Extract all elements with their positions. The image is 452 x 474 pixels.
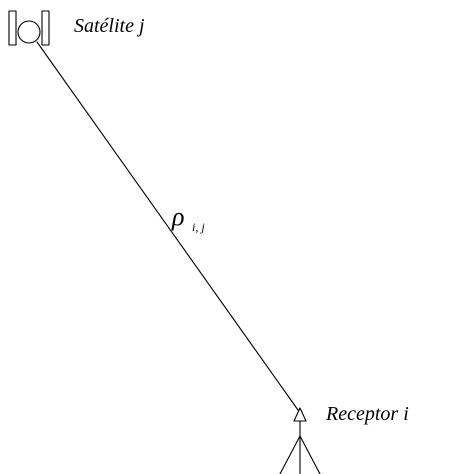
tripod-receiver-icon — [279, 407, 321, 474]
range-line — [36, 41, 299, 411]
range-subscript: i, j — [192, 220, 205, 234]
receiver-label: Receptor i — [325, 403, 409, 425]
range-label: ρ i, j — [171, 202, 205, 234]
satellite-right-panel — [41, 10, 50, 46]
satellite-body — [17, 20, 41, 44]
satellite-icon — [8, 10, 50, 46]
tripod-leg-left — [279, 435, 301, 474]
satellite-left-panel — [8, 10, 17, 46]
receiver-antenna — [293, 407, 307, 422]
satellite-label: Satélite j — [74, 15, 145, 37]
tripod-leg-right — [299, 435, 321, 474]
range-symbol: ρ — [171, 202, 184, 231]
